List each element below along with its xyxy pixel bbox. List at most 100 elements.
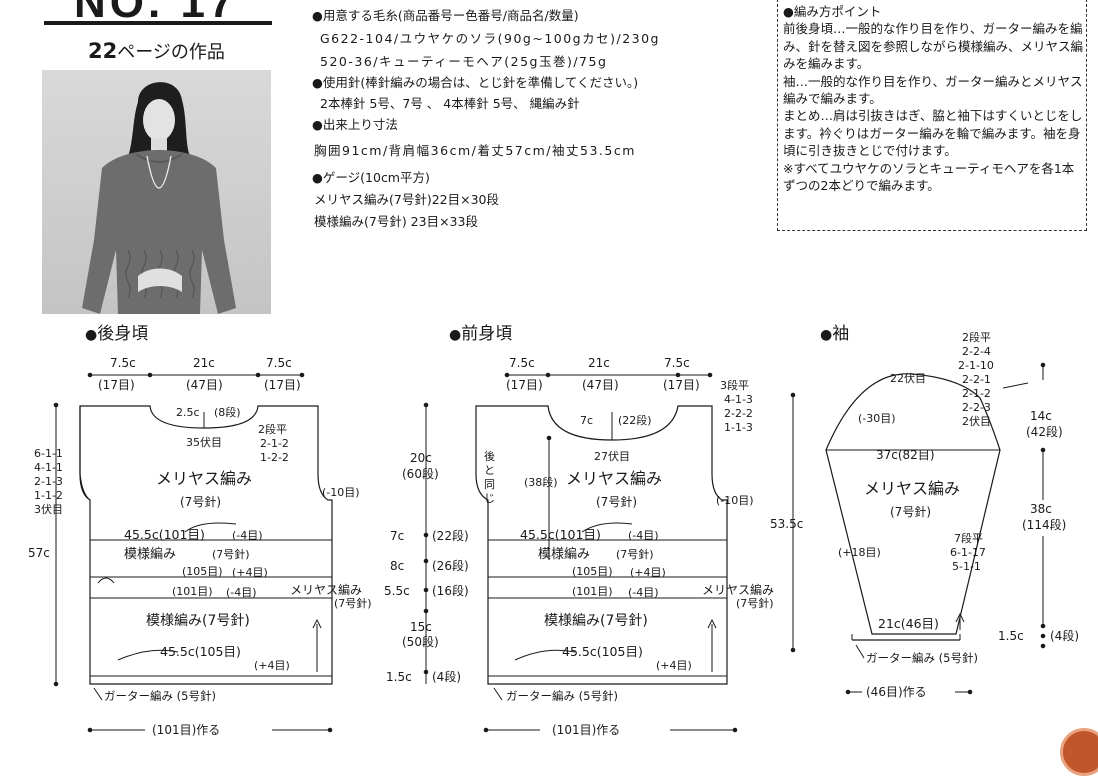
back-width-1: 45.5c(101目) [124,527,205,542]
front-height-2: 7c [390,529,404,543]
front-rows-38: (38段) [524,475,558,489]
front-width-3-adjust: (-4目) [628,586,659,599]
front-shoulder-right: 7.5c [664,356,690,370]
sleeve-cap-height: 14c [1030,409,1052,423]
front-neck-dec-3: 2-2-2 [724,407,753,420]
back-pattern-b-label: 模様編み(7号針) [146,613,250,629]
front-height-4-rows: (16段) [432,583,469,598]
front-width-3: (101目) [572,585,613,598]
sleeve-stockinette-needle: (7号針) [890,504,931,519]
page-suffix: ページの作品 [117,42,225,63]
knitting-points-box: ●編み方ポイント 前後身頃…一般的な作り目を作り、ガーター編みを編み、針を替え図… [777,0,1087,231]
points-yarn-note: ※すべてユウヤケのソラとキューティモヘアを各1本ずつの2本どりで編みます。 [783,160,1075,194]
back-shoulder-right-stitches: (17目) [264,378,301,392]
front-neck-bind-off: 27伏目 [594,449,630,463]
back-shoulder-left-stitches: (17目) [98,378,135,392]
sleeve-cast-on: (46目)作る [866,685,927,699]
size-value: 胸囲91cm/背肩幅36cm/着丈57cm/袖丈53.5cm [314,143,636,158]
back-garter-label: ガーター編み (5号針) [104,689,216,703]
needle-value: 2本棒針 5号、7号 、 4本棒針 5号、 縄編み針 [320,96,580,111]
sleeve-cap-height-rows: (42段) [1026,424,1063,439]
sleeve-cap-minus: (-30目) [858,412,896,425]
sleeve-top-bind-off: 22伏目 [890,371,926,385]
sleeve-lower-width: 21c(46目) [878,616,939,631]
back-width-4: 45.5c(105目) [160,644,241,659]
gauge-pattern: 模様編み(7号針) 23目×33段 [314,214,478,229]
sleeve-increase-2: 6-1-17 [950,546,986,559]
front-neck-dec-1: 3段平 [720,378,749,392]
sleeve-cap-dec-3: 2-1-10 [958,359,994,372]
back-neck-depth-rows: (8段) [214,405,241,419]
back-pattern-a-label: 模様編み [124,546,176,562]
back-width-1-adjust: (-4目) [232,529,263,542]
back-shoulder-left: 7.5c [110,356,136,370]
back-title: ●後身頃 [85,324,149,344]
needle-heading: ●使用針(棒針編みの場合は、とじ針を準備してください。) [312,75,639,90]
sleeve-title-text: 袖 [832,324,850,344]
front-neck-dec-4: 1-1-3 [724,421,753,434]
back-armhole-dec-3: 2-1-3 [34,475,63,488]
sleeve-upper-width: 37c(82目) [876,448,935,462]
yarn-line-1: G622-104/ユウヤケのソラ(90g~100gカセ)/230g [320,31,660,46]
front-height-1-rows: (60段) [402,466,439,481]
model-photo-illustration [42,70,271,314]
points-title: ●編み方ポイント [783,4,882,19]
back-neck-depth: 2.5c [176,406,200,419]
back-armhole-dec-1: 6-1-1 [34,447,63,460]
sleeve-stockinette-label: メリヤス編み [864,479,960,498]
back-dimension-lines [53,372,333,733]
front-shoulder-left-stitches: (17目) [506,378,543,392]
back-total-length: 57c [28,546,50,560]
front-width-1-adjust: (-4目) [628,529,659,542]
page-number: 22 [88,39,118,63]
front-height-6: 1.5c [386,670,412,684]
front-shoulder-right-stitches: (17目) [663,378,700,392]
publisher-logo [1060,728,1098,776]
back-stockinette-band-needle: (7号針) [334,596,372,610]
title-underline [44,21,272,25]
front-armhole-minus: (-10目) [716,494,754,507]
front-height-6-rows: (4段) [432,669,461,684]
back-stockinette-needle: (7号針) [180,494,221,509]
front-same-as-back-1: 後 [484,449,495,463]
back-body-outline [79,405,333,685]
back-shoulder-right: 7.5c [266,356,292,370]
sleeve-cap-dec-7: 2伏目 [962,414,991,428]
front-stockinette-needle: (7号針) [596,494,637,509]
back-stockinette-band: メリヤス編み [290,582,362,597]
back-armhole-minus: (-10目) [322,486,360,499]
front-width-2-adjust: (+4目) [630,566,666,579]
sleeve-increase-3: 5-1-1 [952,560,981,573]
sleeve-dimension-lines [790,362,1046,695]
back-neck-dec-1: 2段平 [258,422,287,436]
front-width-4-adjust: (+4目) [656,659,692,672]
front-pattern-a-needle: (7号針) [616,547,654,561]
sleeve-cuff-height-rows: (4段) [1050,628,1079,643]
front-garter-label: ガーター編み (5号針) [506,689,618,703]
front-neck-dec-2: 4-1-3 [724,393,753,406]
back-width-2-adjust: (+4目) [232,566,268,579]
back-neck-width-stitches: (47目) [186,378,223,392]
sleeve-cuff-height: 1.5c [998,629,1024,643]
front-dimension-lines [423,372,738,733]
back-title-text: 後身頃 [97,324,149,344]
back-armhole-dec-5: 3伏目 [34,502,63,516]
back-width-4-adjust: (+4目) [254,659,290,672]
front-stockinette-label: メリヤス編み [566,469,662,488]
model-photo [42,70,271,314]
sleeve-increase-1: 7段平 [954,531,983,545]
size-heading: ●出来上り寸法 [312,117,398,132]
front-same-as-back-2: と [484,464,495,477]
sleeve-title: ●袖 [820,324,850,344]
front-title-text: 前身頃 [461,324,513,344]
front-height-3-rows: (26段) [432,558,469,573]
front-neck-depth-rows: (22段) [618,413,652,427]
back-armhole-dec-2: 4-1-1 [34,461,63,474]
points-body-instructions: 前後身頃…一般的な作り目を作り、ガーター編みを編み、針を替え図を参照しながら模様… [783,21,1084,72]
page-reference: 22ページの作品 [88,38,225,64]
front-width-2: (105目) [572,565,613,578]
back-neck-width: 21c [193,356,215,370]
front-height-5: 15c [410,620,432,634]
front-stockinette-band-needle: (7号針) [736,596,774,610]
sleeve-outline [825,373,1001,641]
